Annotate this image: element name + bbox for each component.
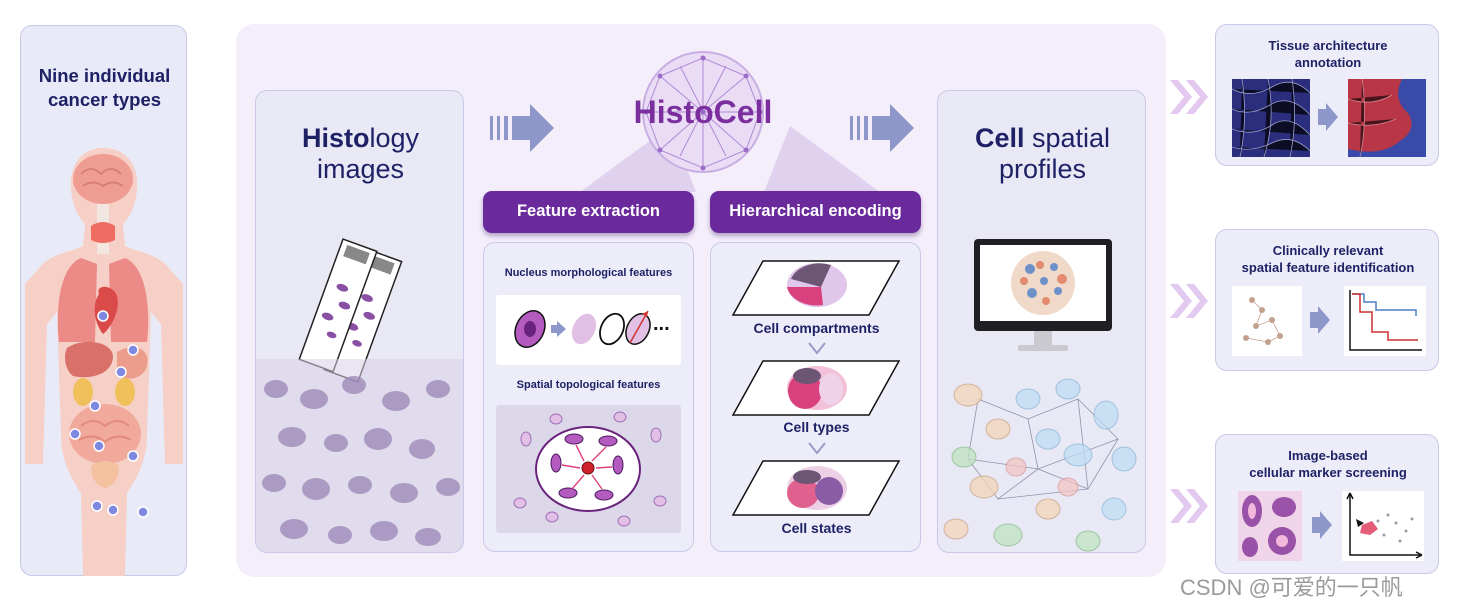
chevron-icon-app2 [1170,284,1208,318]
ellipsis-text: ... [653,313,670,335]
tissue-annotation-images [1232,79,1426,157]
cell-profiles-title: Cell spatial profiles [974,123,1111,184]
arrow-icon-from-histocell [850,104,914,152]
hierarchical-encoding-panel: Cell compartments Cell types Cell states [710,242,921,552]
cell-types-label: Cell types [783,419,850,435]
tissue-texture-image [256,359,463,552]
cell-compartments-label: Cell compartments [753,320,880,336]
chevron-icon-app1 [1170,80,1208,114]
nucleus-features-label: Nucleus morphological features [504,267,673,279]
spatial-topology-icon [513,411,667,527]
nucleus-features-card: ... [496,295,681,365]
arrow-icon-to-histocell [490,104,554,152]
watermark-text: CSDN @可爱的一只帆 [1180,575,1403,600]
monitor-icon [974,239,1112,351]
spatial-features-card [496,405,681,533]
hierarchy-layers-icon [731,260,901,516]
feature-extraction-header: Feature extraction [483,191,694,233]
marker-screening-images [1238,491,1424,561]
feature-extraction-panel: Nucleus morphological features ... Spati… [483,242,694,552]
histocell-sphere-icon [580,51,880,192]
histology-title: Histology images [301,123,420,184]
histocell-logo-text: HistoCell [633,94,773,130]
cancer-types-title: Nine individual cancer types [38,65,171,110]
hierarchical-encoding-header: Hierarchical encoding [710,191,921,233]
cell-graph-image [943,378,1137,552]
spatial-features-label: Spatial topological features [516,379,661,391]
human-body-illustration [25,148,183,576]
cancer-types-panel: Nine individual cancer types [20,25,187,576]
histology-slides-icon [298,238,403,383]
cell-spatial-profiles-panel: Cell spatial profiles [937,90,1146,553]
cell-states-label: Cell states [781,520,852,536]
chevron-icon-app3 [1170,489,1208,523]
histology-images-panel: Histology images [255,90,464,553]
nucleus-shapes-icon [514,310,651,348]
survival-curve-images [1232,286,1426,356]
